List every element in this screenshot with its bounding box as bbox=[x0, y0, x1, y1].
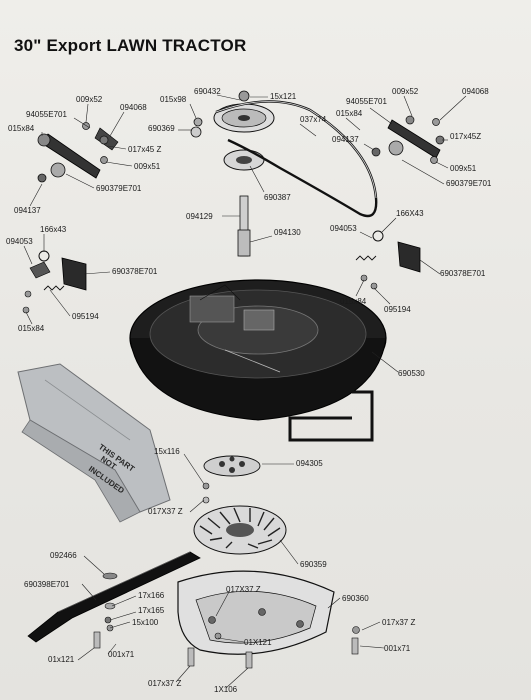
label-01X121-mid: 01X121 bbox=[244, 638, 272, 647]
label-017x37Z-d: 017x37 Z bbox=[148, 679, 181, 688]
main-pulley-assembly bbox=[190, 90, 275, 257]
label-017X37Z-b: 017X37 Z bbox=[226, 585, 261, 594]
page-title: 30" Export LAWN TRACTOR bbox=[14, 36, 247, 55]
label-690387: 690387 bbox=[264, 193, 291, 202]
discharge-chute-illustration bbox=[17, 363, 171, 523]
blade bbox=[27, 551, 201, 643]
label-009x52-left: 009x52 bbox=[76, 95, 103, 104]
label-094068-right: 094068 bbox=[462, 87, 489, 96]
lower-fasteners bbox=[187, 626, 360, 669]
label-690398E701: 690398E701 bbox=[24, 580, 70, 589]
label-015x84-left-bottom: 015x84 bbox=[18, 324, 45, 333]
label-15x100: 15x100 bbox=[132, 618, 159, 627]
label-009x52-right: 009x52 bbox=[392, 87, 419, 96]
upper-spindle-disc bbox=[202, 455, 261, 504]
label-690432: 690432 bbox=[194, 87, 221, 96]
label-690379E701-left: 690379E701 bbox=[96, 184, 142, 193]
label-690378E701-left: 690378E701 bbox=[112, 267, 158, 276]
label-095194-left: 095194 bbox=[72, 312, 99, 321]
label-015x84-left-top: 015x84 bbox=[8, 124, 35, 133]
label-001x71-left: 001x71 bbox=[108, 650, 135, 659]
label-009x51-left: 009x51 bbox=[134, 162, 161, 171]
label-094053-right: 094053 bbox=[330, 224, 357, 233]
label-94055E701-right: 94055E701 bbox=[346, 97, 387, 106]
label-094068-left: 094068 bbox=[120, 103, 147, 112]
label-1X106: 1X106 bbox=[214, 685, 238, 694]
right-spring-bracket bbox=[355, 230, 421, 290]
label-015x98: 015x98 bbox=[160, 95, 187, 104]
leader-lines bbox=[23, 94, 467, 689]
label-15x121: 15x121 bbox=[270, 92, 297, 101]
label-017X37Z-a: 017X37 Z bbox=[148, 507, 183, 516]
label-094305: 094305 bbox=[296, 459, 323, 468]
left-idler-assembly bbox=[37, 122, 119, 183]
label-690360: 690360 bbox=[342, 594, 369, 603]
label-001x71-right: 001x71 bbox=[384, 644, 411, 653]
label-01x121-left: 01x121 bbox=[48, 655, 75, 664]
label-094137-left: 094137 bbox=[14, 206, 41, 215]
label-690359: 690359 bbox=[300, 560, 327, 569]
label-94055E701-left: 94055E701 bbox=[26, 110, 67, 119]
label-037x74: 037x74 bbox=[300, 115, 327, 124]
label-092466: 092466 bbox=[50, 551, 77, 560]
label-094137-right: 094137 bbox=[332, 135, 359, 144]
blade-hub-hardware bbox=[93, 572, 118, 649]
label-017x45Z-left: 017x45 Z bbox=[128, 145, 161, 154]
label-095194-right: 095194 bbox=[384, 305, 411, 314]
mower-deck bbox=[129, 279, 387, 442]
label-17x166: 17x166 bbox=[138, 591, 165, 600]
label-166x43-right: 166X43 bbox=[396, 209, 424, 218]
label-166x43-left: 166x43 bbox=[40, 225, 67, 234]
label-17x165: 17x165 bbox=[138, 606, 165, 615]
label-009x51-right: 009x51 bbox=[450, 164, 477, 173]
part-number-labels: 009x52 094068 94055E701 015x84 017x45 Z … bbox=[6, 87, 492, 694]
label-094129: 094129 bbox=[186, 212, 213, 221]
label-017x37Z-c: 017x37 Z bbox=[382, 618, 415, 627]
label-690530: 690530 bbox=[398, 369, 425, 378]
label-015x84-right-bottom: 015x84 bbox=[340, 297, 367, 306]
label-015x84-right-top: 015x84 bbox=[336, 109, 363, 118]
label-15x116: 15x116 bbox=[154, 447, 180, 456]
label-690379E701-right: 690379E701 bbox=[446, 179, 492, 188]
label-094130: 094130 bbox=[274, 228, 301, 237]
fan-impeller bbox=[193, 505, 287, 555]
label-690378E701-right: 690378E701 bbox=[440, 269, 486, 278]
label-690369: 690369 bbox=[148, 124, 175, 133]
label-017x45Z-right: 017x45Z bbox=[450, 132, 481, 141]
right-idler-assembly bbox=[371, 115, 445, 164]
left-spring-bracket bbox=[22, 250, 87, 314]
label-094053-left: 094053 bbox=[6, 237, 33, 246]
